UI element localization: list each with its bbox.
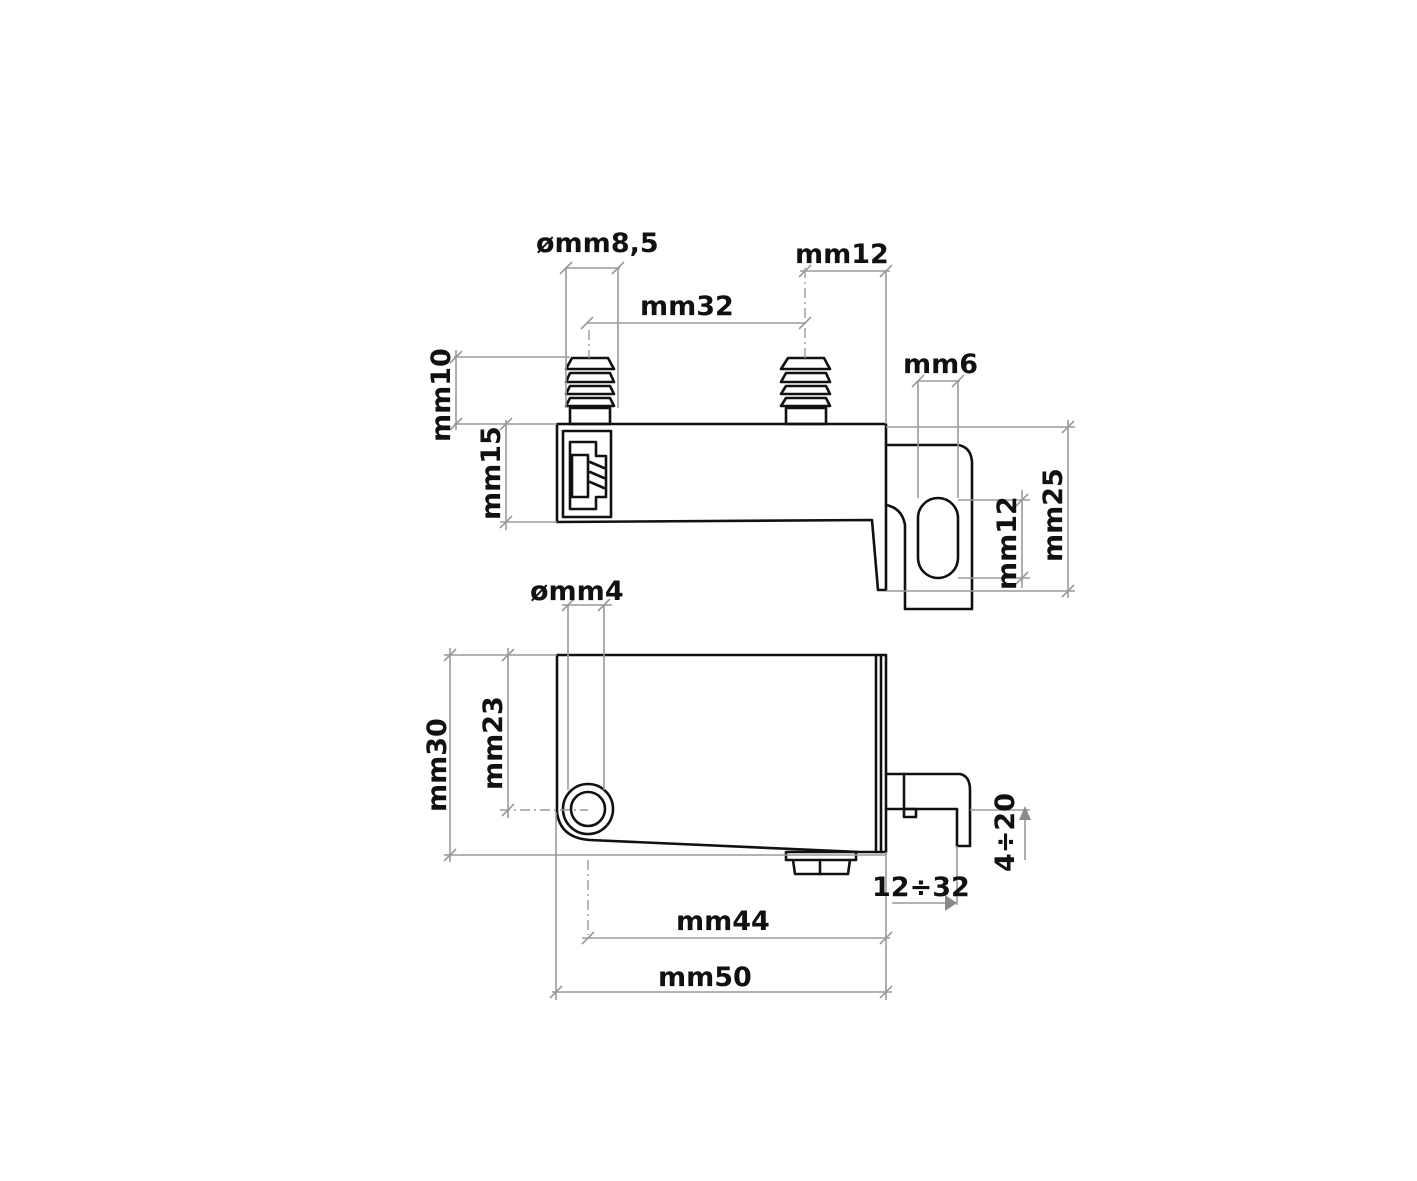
pin-to-edge-label: mm12 bbox=[795, 239, 889, 270]
body-outline bbox=[555, 422, 888, 592]
pin-diameter-label: ømm8,5 bbox=[536, 228, 659, 259]
hole-height-label: mm23 bbox=[478, 696, 509, 790]
bracket-height-label: mm25 bbox=[1038, 468, 1069, 562]
vertical-adjust-label: 4÷20 bbox=[990, 793, 1021, 872]
total-height-label: mm30 bbox=[422, 718, 453, 812]
clip-housing bbox=[561, 429, 613, 519]
clip-latch bbox=[568, 440, 608, 511]
clip-inner bbox=[570, 453, 590, 499]
dimension-ticks-side bbox=[443, 598, 893, 999]
inner-length-label: mm44 bbox=[676, 906, 770, 937]
hinge-eye-outer bbox=[561, 782, 615, 836]
dowel-right bbox=[779, 356, 832, 426]
adjuster-arm bbox=[884, 772, 972, 848]
slot-width-label: mm6 bbox=[903, 349, 978, 380]
pin-spacing-label: mm32 bbox=[640, 291, 734, 322]
dowel-left bbox=[564, 356, 616, 426]
bracket-arm bbox=[884, 443, 974, 611]
slot-height-label: mm12 bbox=[992, 496, 1023, 590]
hole-diameter-label: ømm4 bbox=[530, 576, 624, 607]
spring-icon bbox=[588, 460, 606, 490]
body-height-label: mm15 bbox=[476, 426, 507, 520]
side-body-outline bbox=[555, 653, 888, 854]
pin-height-label: mm10 bbox=[426, 348, 457, 442]
side-view: ømm4 mm30 mm23 mm44 mm50 12÷32 4÷20 bbox=[422, 576, 1031, 1000]
horizontal-adjust-label: 12÷32 bbox=[872, 872, 970, 903]
top-view: ømm8,5 mm32 mm12 mm6 mm10 mm15 mm12 mm25 bbox=[426, 228, 1075, 611]
adjustment-slot bbox=[916, 496, 960, 580]
total-length-label: mm50 bbox=[658, 962, 752, 993]
dimension-ticks bbox=[449, 261, 1075, 598]
hinge-eye-inner bbox=[569, 790, 607, 828]
